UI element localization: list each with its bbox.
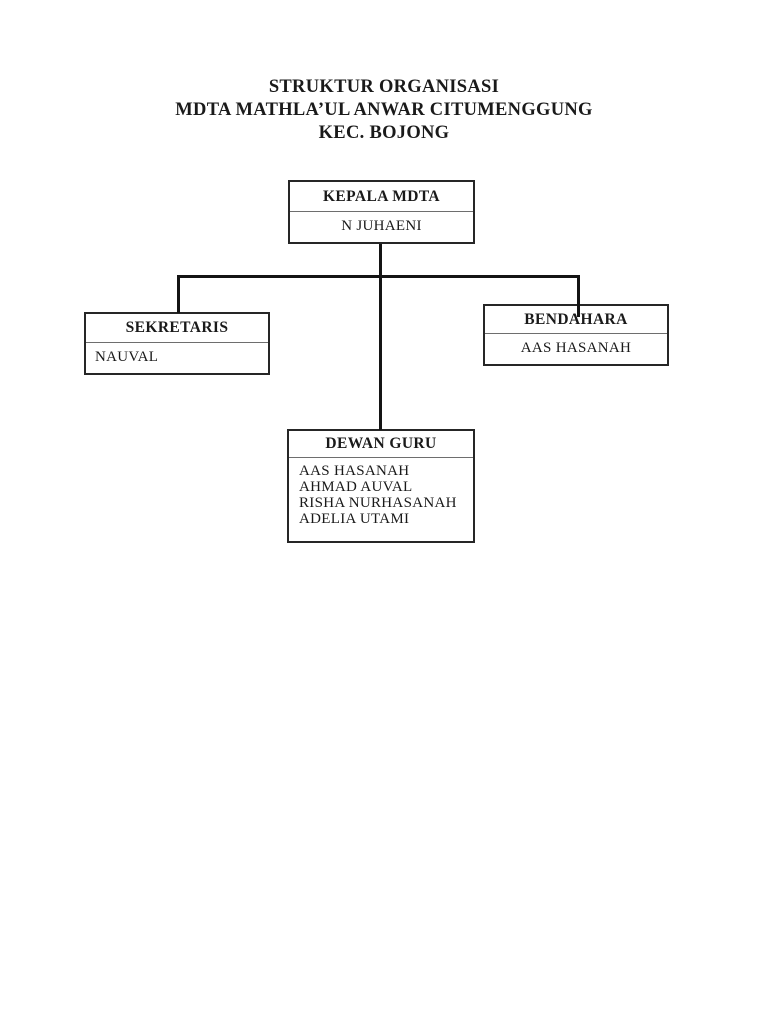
dewan-guru-member: AAS HASANAH xyxy=(299,463,410,479)
dewan-guru-member: RISHA NURHASANAH xyxy=(299,495,457,511)
org-box-dewan-guru-role: DEWAN GURU xyxy=(289,431,473,458)
org-box-kepala-mdta-role: KEPALA MDTA xyxy=(290,182,473,212)
dewan-guru-member: ADELIA UTAMI xyxy=(299,511,410,527)
org-box-dewan-guru: DEWAN GURU AAS HASANAH AHMAD AUVAL RISHA… xyxy=(287,429,475,543)
title-line-1: STRUKTUR ORGANISASI xyxy=(268,77,500,97)
org-box-sekretaris-role: SEKRETARIS xyxy=(86,314,268,343)
connector-branch-horizontal xyxy=(177,275,580,278)
org-box-sekretaris: SEKRETARIS NAUVAL xyxy=(84,312,270,375)
org-box-kepala-mdta-name: N JUHAENI xyxy=(341,217,422,234)
dewan-guru-member: AHMAD AUVAL xyxy=(299,479,413,495)
title-line-2: MDTA MATHLA’UL ANWAR CITUMENGGUNG xyxy=(175,100,593,120)
connector-kepala-to-dewan-guru xyxy=(379,244,382,430)
org-box-dewan-guru-members: AAS HASANAH AHMAD AUVAL RISHA NURHASANAH… xyxy=(289,458,473,527)
org-box-sekretaris-name: NAUVAL xyxy=(95,348,159,365)
page-title: STRUKTUR ORGANISASI MDTA MATHLA’UL ANWAR… xyxy=(0,76,768,145)
org-box-bendahara-role: BENDAHARA xyxy=(485,306,667,334)
org-box-bendahara: BENDAHARA AAS HASANAH xyxy=(483,304,669,366)
title-line-3: KEC. BOJONG xyxy=(318,123,450,143)
org-box-bendahara-name: AAS HASANAH xyxy=(520,339,632,356)
connector-to-bendahara xyxy=(577,275,580,317)
connector-to-sekretaris xyxy=(177,275,180,313)
org-box-kepala-mdta: KEPALA MDTA N JUHAENI xyxy=(288,180,475,244)
